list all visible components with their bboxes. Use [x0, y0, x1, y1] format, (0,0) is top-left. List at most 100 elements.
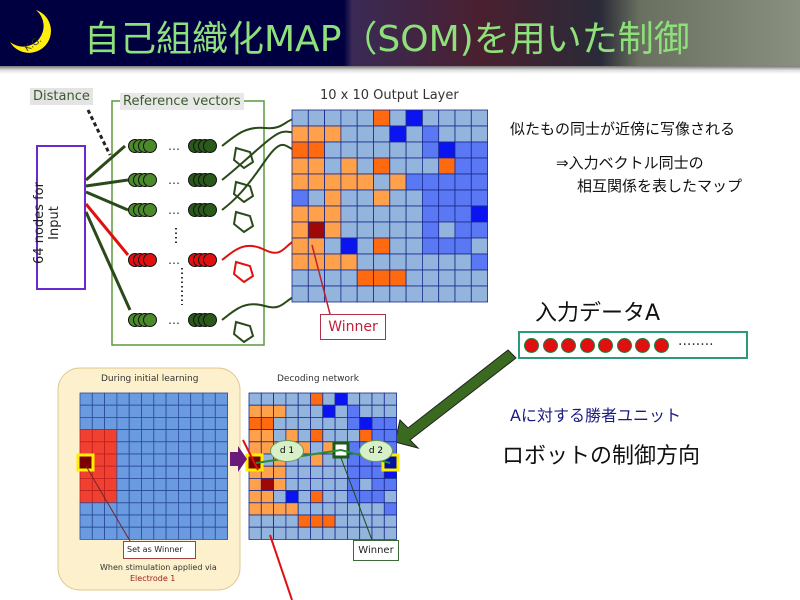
map-cell — [297, 502, 311, 516]
map-cell — [421, 125, 440, 143]
initial-cell — [79, 404, 93, 418]
initial-cell — [202, 404, 216, 418]
map-cell — [438, 253, 456, 271]
initial-cell — [104, 465, 118, 479]
initial-learning-grid — [76, 392, 229, 542]
wire-loop — [232, 180, 255, 204]
initial-cell — [128, 502, 142, 516]
initial-cell — [165, 502, 179, 516]
initial-cell — [79, 441, 93, 455]
initial-cell — [79, 502, 93, 516]
initial-cell — [165, 465, 179, 479]
initial-cell — [165, 477, 179, 491]
map-cell — [307, 173, 325, 191]
initial-cell — [165, 453, 179, 467]
initial-cell — [91, 392, 106, 406]
reference-node — [203, 139, 217, 153]
initial-cell — [79, 514, 93, 528]
initial-cell — [104, 404, 118, 418]
initial-cell — [214, 477, 229, 491]
initial-cell — [79, 526, 93, 540]
map-cell — [324, 285, 342, 303]
initial-cell — [104, 429, 118, 443]
robot-direction-label: ロボットの制御方向 — [502, 444, 701, 469]
initial-cell — [177, 441, 192, 455]
input-data-label: 入力データA — [535, 301, 661, 326]
map-cell — [373, 189, 391, 207]
map-cell — [346, 404, 361, 418]
map-cell — [334, 490, 348, 504]
initial-cell — [190, 416, 204, 430]
map-cell — [454, 253, 472, 271]
map-cell — [324, 125, 342, 143]
map-cell — [470, 157, 488, 175]
map-cell — [248, 416, 262, 430]
reference-node — [203, 203, 217, 217]
map-cell — [454, 269, 472, 287]
initial-cell — [79, 392, 93, 406]
output-layer-title: 10 x 10 Output Layer — [320, 88, 459, 103]
map-cell — [322, 416, 336, 430]
initial-cell — [214, 465, 229, 479]
initial-cell — [190, 526, 204, 540]
map-cell — [356, 285, 374, 303]
map-cell — [310, 514, 324, 528]
map-cell — [340, 221, 358, 239]
map-cell — [405, 205, 423, 223]
initial-cell — [190, 490, 204, 504]
map-cell — [334, 429, 348, 443]
initial-learning-title: During initial learning — [101, 374, 199, 384]
initial-cell — [79, 477, 93, 491]
initial-cell — [104, 392, 118, 406]
map-cell — [454, 109, 472, 127]
map-cell — [310, 416, 324, 430]
map-cell — [322, 490, 336, 504]
map-cell — [346, 416, 361, 430]
reference-node — [143, 173, 157, 187]
winner-pointer — [311, 244, 331, 315]
initial-cell — [202, 453, 216, 467]
wire — [221, 143, 301, 211]
map-cell — [421, 189, 440, 207]
initial-cell — [214, 502, 229, 516]
map-cell — [307, 125, 325, 143]
map-cell — [359, 526, 373, 540]
map-cell — [310, 477, 324, 491]
initial-cell — [104, 453, 118, 467]
initial-cell — [202, 502, 216, 516]
map-cell — [421, 253, 440, 271]
map-cell — [334, 514, 348, 528]
map-cell — [334, 416, 348, 430]
map-cell — [389, 173, 407, 191]
reference-node — [143, 313, 157, 327]
initial-cell — [214, 490, 229, 504]
ellipsis: … — [168, 313, 180, 327]
map-cell — [373, 157, 391, 175]
map-cell — [340, 157, 358, 175]
initial-cell — [177, 453, 192, 467]
input-arrows — [84, 144, 132, 311]
map-cell — [285, 490, 299, 504]
map-cell — [324, 269, 342, 287]
map-cell — [248, 502, 262, 516]
initial-cell — [116, 429, 130, 443]
initial-cell — [214, 392, 229, 406]
initial-cell — [128, 453, 142, 467]
map-cell — [340, 253, 358, 271]
distance-label: Distance — [30, 88, 93, 105]
initial-cell — [165, 416, 179, 430]
map-cell — [389, 285, 407, 303]
initial-cell — [202, 441, 216, 455]
map-cell — [291, 157, 309, 175]
map-cell — [389, 141, 407, 159]
map-cell — [421, 269, 440, 287]
map-cell — [470, 253, 488, 271]
map-cell — [405, 237, 423, 255]
map-cell — [421, 173, 440, 191]
map-cell — [438, 141, 456, 159]
map-cell — [359, 477, 373, 491]
map-cell — [273, 514, 287, 528]
note-line-1: 似たもの同士が近傍に写像される — [510, 120, 736, 138]
initial-cell — [141, 477, 155, 491]
map-cell — [359, 392, 373, 406]
